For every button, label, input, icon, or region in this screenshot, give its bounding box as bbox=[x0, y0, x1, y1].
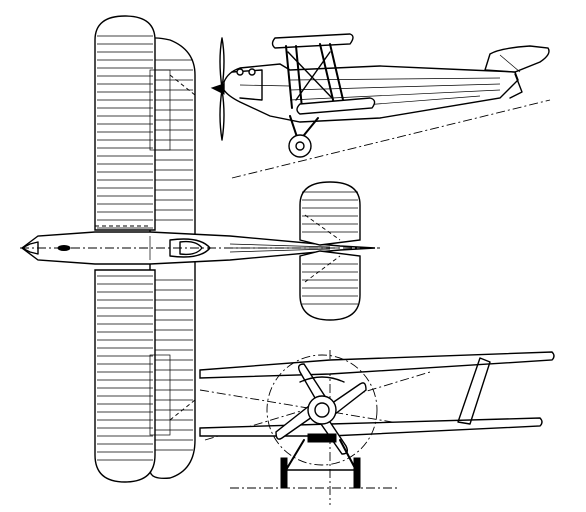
side-lower-wing bbox=[296, 97, 376, 115]
side-cowl bbox=[231, 69, 263, 101]
plan-lower-wing bbox=[94, 15, 196, 483]
front-radiator bbox=[307, 433, 337, 443]
side-propeller bbox=[210, 37, 225, 141]
front-spinner bbox=[314, 402, 330, 418]
plan-view bbox=[20, 15, 380, 483]
aileron-bottom bbox=[149, 354, 171, 436]
side-fuselage bbox=[223, 63, 519, 123]
plan-upper-wing bbox=[149, 37, 196, 480]
aileron-top bbox=[149, 69, 171, 151]
front-wheel-right bbox=[353, 457, 361, 489]
side-upper-wing bbox=[271, 33, 354, 49]
front-upper-wing bbox=[199, 351, 555, 379]
side-landing-gear bbox=[288, 115, 319, 158]
front-wheel-left bbox=[280, 457, 288, 489]
front-prop-disc bbox=[266, 354, 378, 466]
upper-wing-ribs bbox=[155, 59, 193, 451]
plan-tailplane bbox=[299, 181, 361, 321]
front-interplane-strut bbox=[457, 357, 491, 425]
side-ground-line bbox=[231, 99, 551, 179]
plan-fuselage bbox=[20, 225, 380, 271]
front-lower-wing bbox=[199, 417, 543, 437]
side-view bbox=[210, 33, 551, 179]
side-fin bbox=[484, 45, 550, 73]
tail-ribs bbox=[302, 191, 358, 305]
front-view bbox=[199, 350, 555, 505]
side-struts bbox=[285, 43, 345, 109]
lower-wing-ribs bbox=[97, 35, 153, 461]
front-landing-gear bbox=[280, 439, 361, 489]
